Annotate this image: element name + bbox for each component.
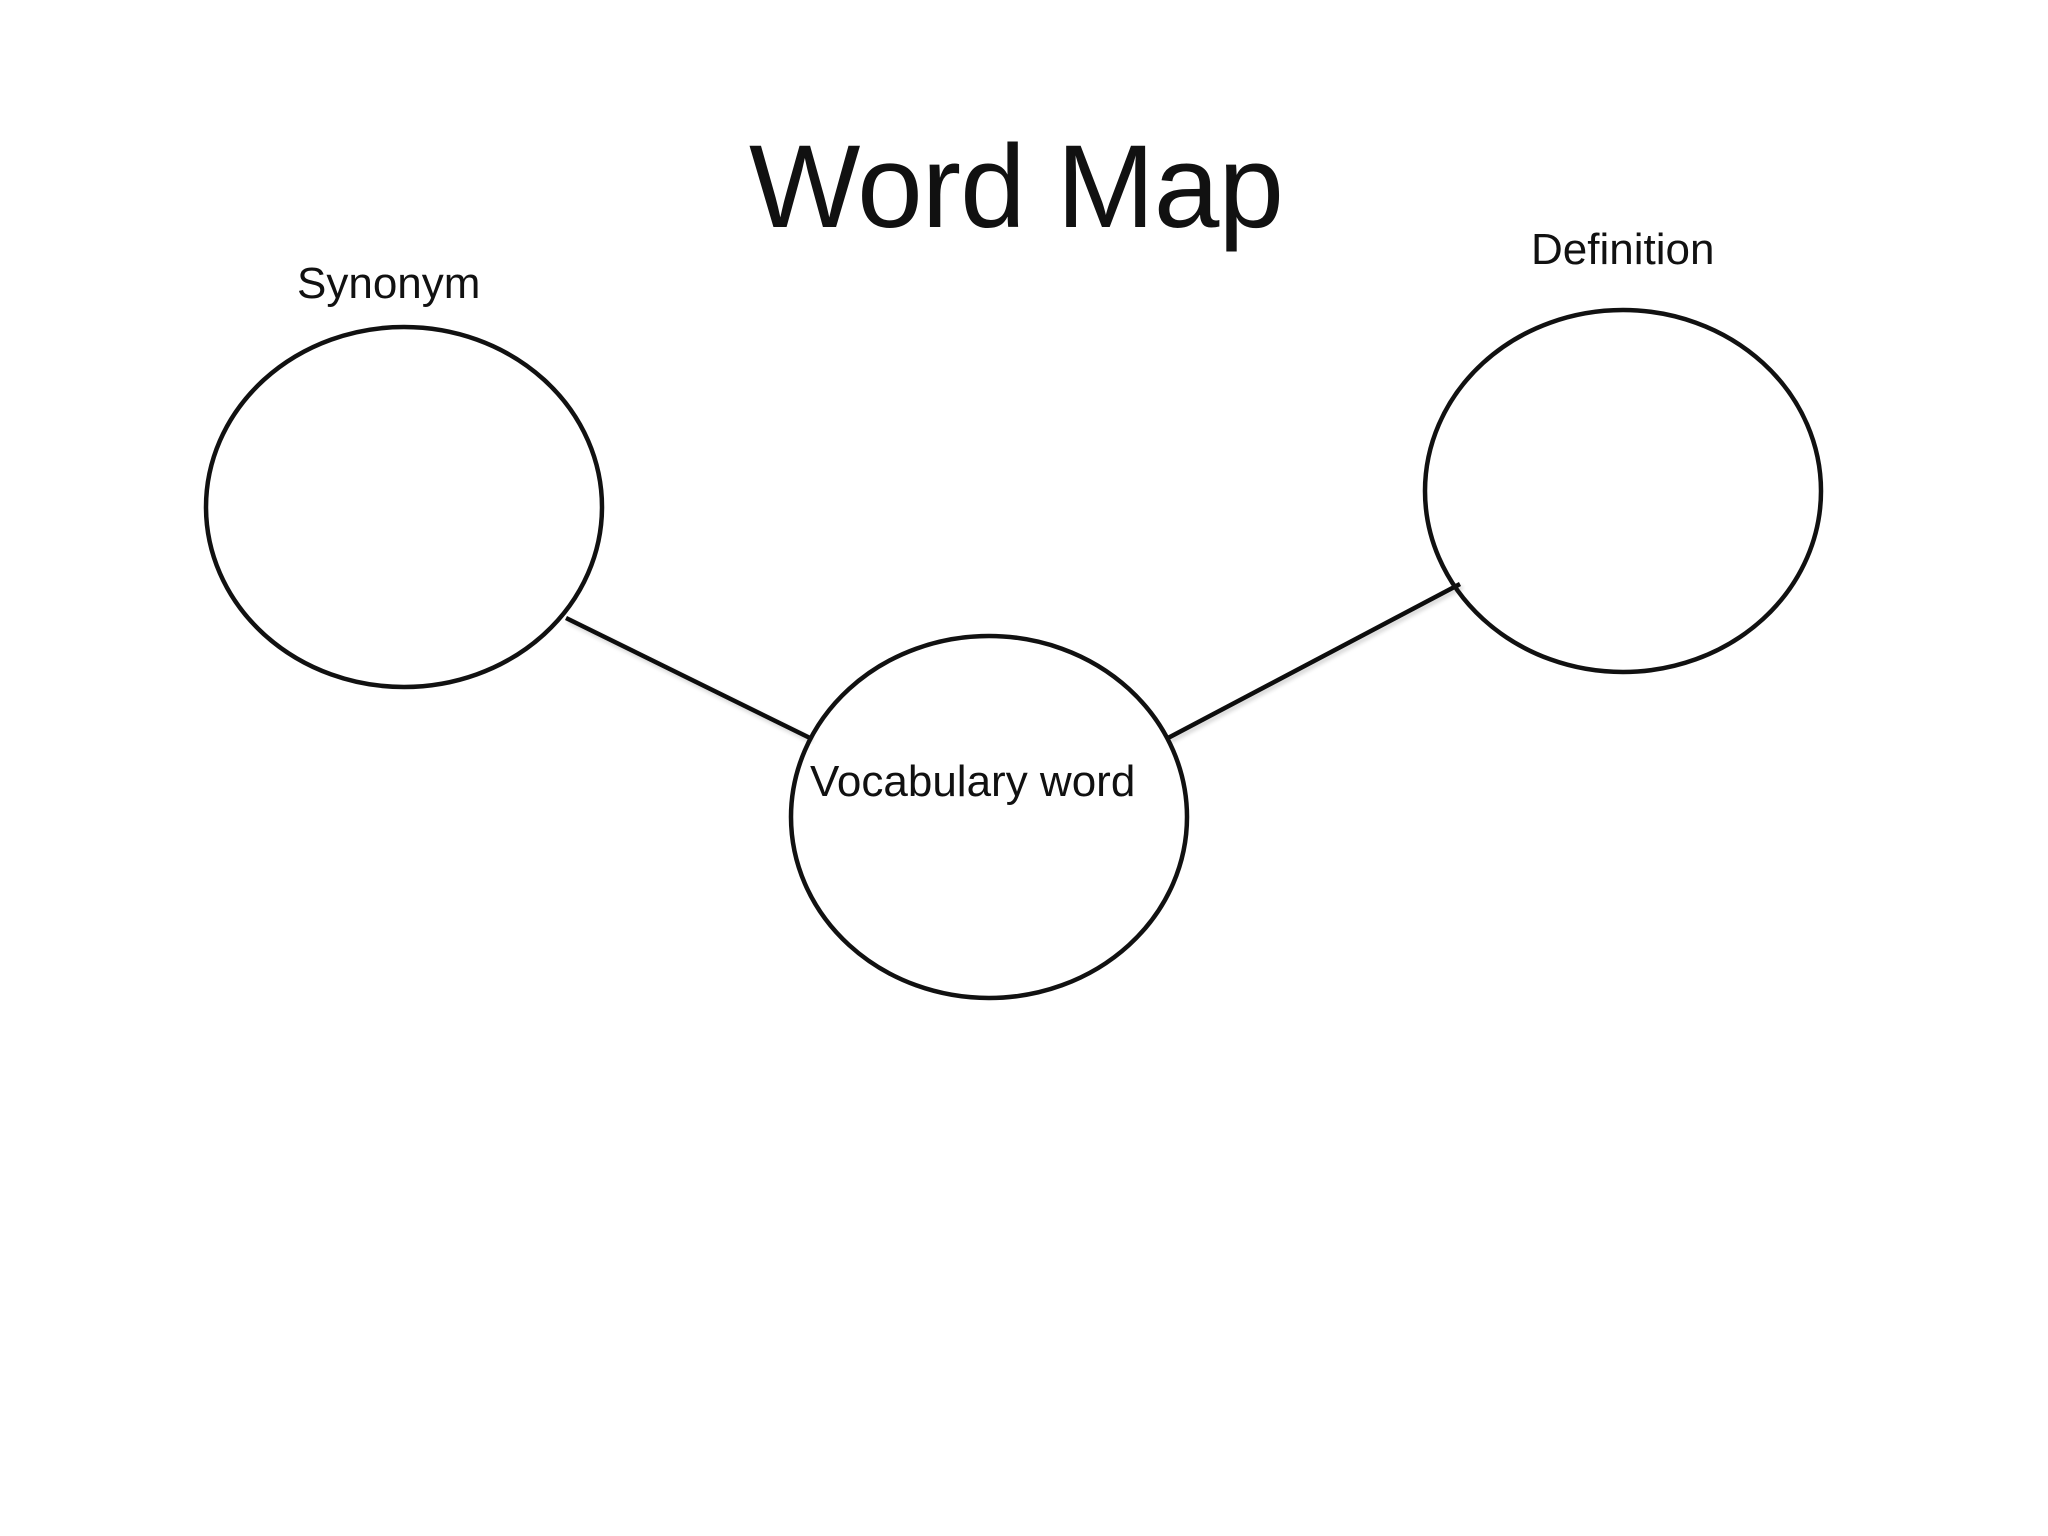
vocabulary-circle [788,633,1190,1001]
page-title-text: Word Map [748,121,1284,253]
connector-synonym-to-vocabulary [565,615,811,741]
synonym-circle [203,324,605,690]
synonym-label: Synonym [297,259,481,308]
page-title: Word Map [0,128,2048,246]
vocabulary-word-label: Vocabulary word [810,757,1136,806]
definition-label: Definition [1531,225,1715,274]
definition-circle [1422,307,1824,675]
connector-vocabulary-to-definition [1166,582,1462,740]
